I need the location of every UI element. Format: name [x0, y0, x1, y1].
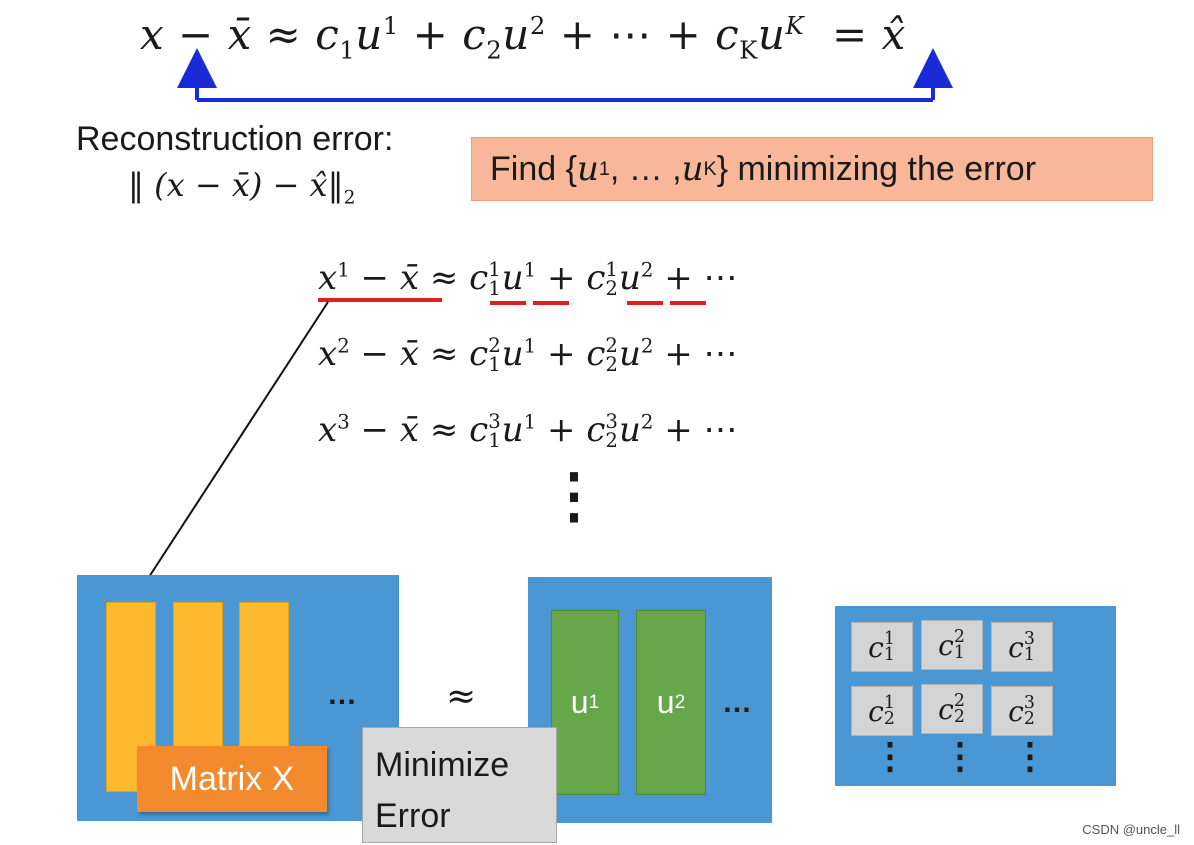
coefficient-column-dots: ⋮	[1012, 735, 1048, 777]
approx-symbol: ≈	[446, 676, 477, 717]
matrix-x-label: Matrix X	[137, 746, 327, 812]
watermark: CSDN @uncle_ll	[1082, 822, 1180, 837]
matrix-x-ellipsis: …	[327, 678, 357, 711]
reconstruction-error-label: Reconstruction error:	[76, 120, 394, 158]
coefficient-column-dots: ⋮	[872, 735, 908, 777]
header-equation: x − x̄ ≈ c1u1 + c2u2 + ⋯ + cKuK = x̂	[140, 10, 906, 65]
reconstruction-error-formula: ‖ (x − x̄) − x̂‖2	[128, 166, 356, 209]
vertical-ellipsis: ⋮	[544, 461, 604, 531]
minimize-error-box: Minimize Error	[362, 727, 557, 843]
basis-matrix-ellipsis: …	[722, 686, 752, 719]
coefficient-column-dots: ⋮	[942, 735, 978, 777]
